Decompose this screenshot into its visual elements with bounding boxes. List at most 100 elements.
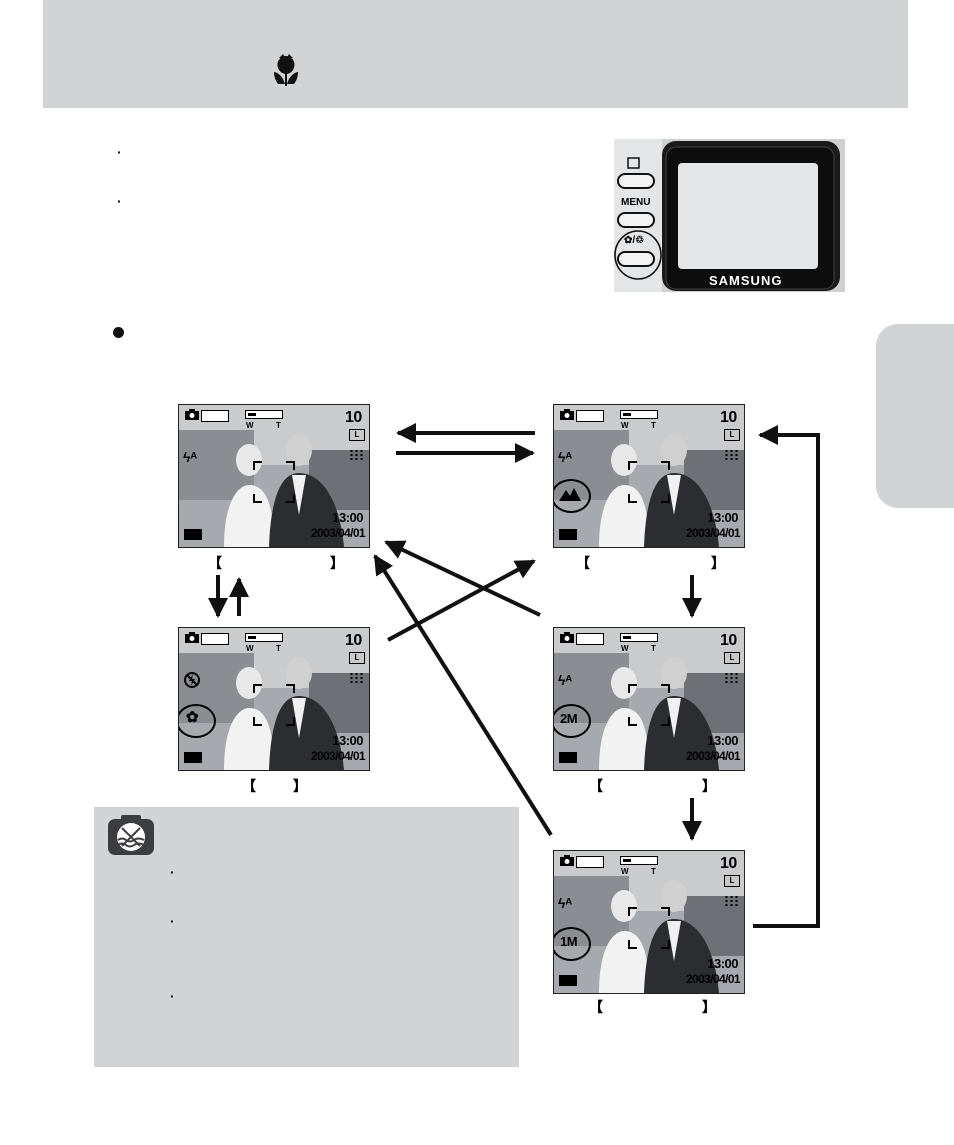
header-band [43, 0, 908, 108]
bullet-1: · [117, 144, 122, 160]
size-badge: L [724, 875, 740, 887]
time-readout: 13:00 [707, 733, 738, 748]
shots-remaining: 10 [345, 409, 362, 426]
image-mode-icon [559, 752, 577, 763]
lcd-screen-1m: W T 10 L ϟᴬ 1M 13:00 2003/04/01 [553, 850, 745, 994]
flash-off-icon [184, 672, 200, 688]
date-readout: 2003/04/01 [685, 749, 741, 763]
battery-icon [201, 410, 229, 422]
af-frame [628, 461, 670, 503]
quality-icon [724, 449, 738, 461]
mountain-infinity-icon [559, 488, 581, 501]
caption-bracket-open: 【 [208, 555, 222, 571]
time-readout: 13:00 [707, 510, 738, 525]
quality-icon [349, 449, 363, 461]
time-readout: 13:00 [332, 733, 363, 748]
lcd-screen-infinity: W T 10 L ϟᴬ 13:00 2003/04/01 [553, 404, 745, 548]
caption-bracket-open: 【 [576, 555, 590, 571]
notes-box [94, 807, 519, 1067]
caption-bracket-close: 】 [702, 778, 716, 794]
caption-bracket-close: 】 [293, 778, 307, 794]
image-mode-icon [184, 529, 202, 540]
date-readout: 2003/04/01 [685, 972, 741, 986]
zoom-bar [620, 633, 658, 642]
camera-mode-icon [185, 632, 199, 643]
time-readout: 13:00 [707, 956, 738, 971]
size-badge: L [724, 429, 740, 441]
mode-highlight-circle [554, 704, 591, 738]
date-readout: 2003/04/01 [685, 526, 741, 540]
quality-icon [349, 672, 363, 684]
image-mode-icon [184, 752, 202, 763]
quality-icon [724, 672, 738, 684]
quality-icon [724, 895, 738, 907]
flash-auto-icon: ϟᴬ [558, 672, 573, 688]
af-frame [253, 684, 295, 726]
size-badge: L [349, 652, 365, 664]
bullet-2: · [117, 193, 122, 209]
zoom-bar [620, 410, 658, 419]
time-readout: 13:00 [332, 510, 363, 525]
camera-mode-icon [560, 409, 574, 420]
caption-bracket-open: 【 [589, 999, 603, 1015]
af-frame [628, 684, 670, 726]
caption-bracket-close: 】 [711, 555, 725, 571]
menu-button-label: MENU [621, 197, 651, 208]
lcd-screen-macro: W T 10 L ✿ 13:00 2003/04/01 [178, 627, 370, 771]
size-badge: L [724, 652, 740, 664]
shots-remaining: 10 [720, 855, 737, 872]
caution-note-icon [108, 815, 154, 855]
mode-highlight-circle [554, 479, 591, 513]
shots-remaining: 10 [720, 409, 737, 426]
zoom-w-label: W [621, 421, 629, 430]
shots-remaining: 10 [345, 632, 362, 649]
camera-mode-icon [560, 632, 574, 643]
macro-delete-icon: ✿/♲ [624, 235, 645, 246]
caption-bracket-open: 【 [589, 778, 603, 794]
zoom-w-label: W [246, 644, 254, 653]
section-bullet [113, 327, 124, 338]
image-mode-icon [559, 975, 577, 986]
zoom-bar [245, 410, 283, 419]
caption-bracket-close: 】 [330, 555, 344, 571]
image-mode-icon [559, 529, 577, 540]
camera-mode-icon [185, 409, 199, 420]
size-badge: L [349, 429, 365, 441]
flash-auto-icon: ϟᴬ [558, 449, 573, 465]
mode-2m-badge: 2M [560, 711, 578, 726]
date-readout: 2003/04/01 [310, 749, 366, 763]
note-bullet-1: · [170, 864, 175, 880]
caption-bracket-close: 】 [702, 999, 716, 1015]
note-bullet-3: · [170, 988, 175, 1004]
zoom-bar [245, 633, 283, 642]
zoom-w-label: W [246, 421, 254, 430]
zoom-t-label: T [276, 644, 281, 653]
zoom-t-label: T [276, 421, 281, 430]
shots-remaining: 10 [720, 632, 737, 649]
zoom-t-label: T [651, 867, 656, 876]
lcd-screen-2m: W T 10 L ϟᴬ 2M 13:00 2003/04/01 [553, 627, 745, 771]
mode-highlight-circle [179, 704, 216, 738]
zoom-w-label: W [621, 644, 629, 653]
note-bullet-2: · [170, 913, 175, 929]
battery-icon [576, 633, 604, 645]
camera-brand: SAMSUNG [709, 273, 783, 288]
macro-flower-icon [274, 54, 298, 86]
battery-icon [576, 856, 604, 868]
flash-auto-icon: ϟᴬ [183, 449, 198, 465]
date-readout: 2003/04/01 [310, 526, 366, 540]
zoom-t-label: T [651, 644, 656, 653]
zoom-t-label: T [651, 421, 656, 430]
battery-icon [201, 633, 229, 645]
mode-1m-badge: 1M [560, 934, 578, 949]
zoom-bar [620, 856, 658, 865]
lcd-screen-auto: W T 10 L ϟᴬ 13:00 2003/04/01 [178, 404, 370, 548]
macro-flower-icon: ✿ [186, 709, 199, 726]
af-frame [253, 461, 295, 503]
camera-back-photo: MENU ✿/♲ SAMSUNG [614, 139, 845, 292]
mode-highlight-circle [554, 927, 591, 961]
flash-auto-icon: ϟᴬ [558, 895, 573, 911]
side-tab [876, 324, 954, 508]
caption-bracket-open: 【 [242, 778, 256, 794]
